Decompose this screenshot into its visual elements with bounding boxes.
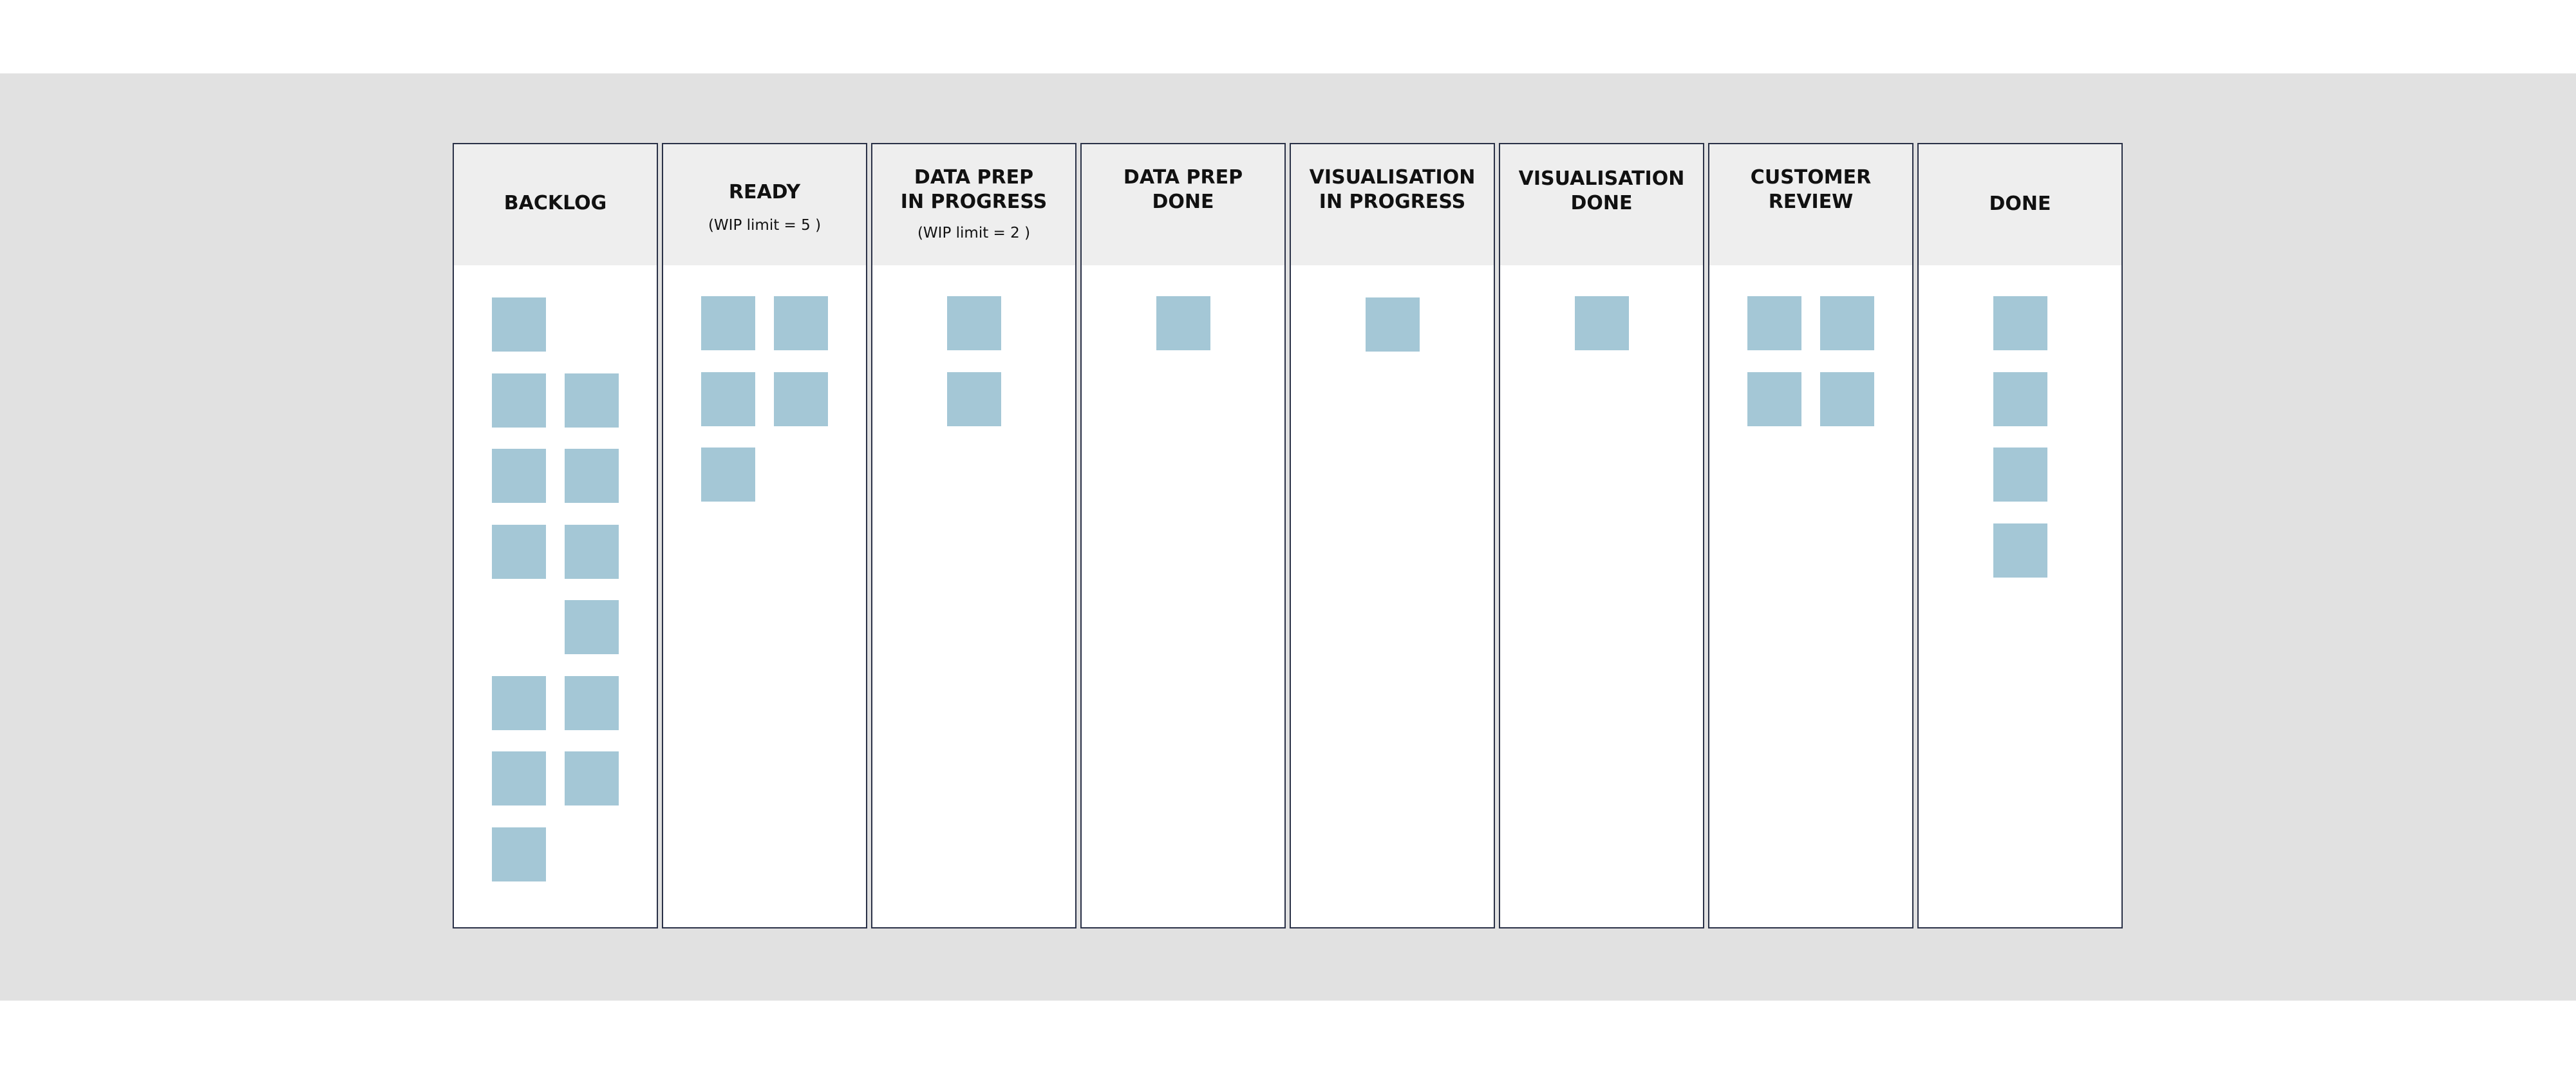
- task-card[interactable]: [492, 449, 546, 503]
- column-customer-review: CUSTOMER REVIEW: [1708, 143, 1913, 928]
- column-header: READY (WIP limit = 5 ): [663, 144, 866, 265]
- column-title: BACKLOG: [503, 192, 607, 214]
- column-done: DONE: [1917, 143, 2123, 928]
- column-ready: READY (WIP limit = 5 ): [662, 143, 867, 928]
- column-title: VISUALISATION IN PROGRESS: [1309, 166, 1476, 213]
- task-card[interactable]: [947, 372, 1001, 426]
- column-header: VISUALISATION IN PROGRESS: [1291, 144, 1494, 265]
- task-card[interactable]: [947, 296, 1001, 350]
- column-visualisation-done: VISUALISATION DONE: [1499, 143, 1704, 928]
- task-card[interactable]: [565, 449, 619, 503]
- wip-limit-label: (WIP limit = 5 ): [708, 217, 822, 234]
- column-data-prep-done: DATA PREP DONE: [1080, 143, 1286, 928]
- task-card[interactable]: [492, 676, 546, 730]
- task-card[interactable]: [1820, 372, 1874, 426]
- task-card[interactable]: [492, 525, 546, 579]
- column-header: DATA PREP IN PROGRESS (WIP limit = 2 ): [872, 144, 1075, 265]
- column-title: VISUALISATION DONE: [1518, 167, 1685, 214]
- task-card[interactable]: [1820, 296, 1874, 350]
- task-card[interactable]: [492, 297, 546, 352]
- task-card[interactable]: [701, 372, 755, 426]
- task-card[interactable]: [1993, 523, 2047, 578]
- task-card[interactable]: [774, 372, 828, 426]
- task-card[interactable]: [1156, 296, 1210, 350]
- task-card[interactable]: [1993, 372, 2047, 426]
- kanban-board: BACKLOG READY (WIP limit = 5 ) DATA PREP…: [0, 73, 2576, 1001]
- task-card[interactable]: [565, 751, 619, 806]
- column-title: DATA PREP DONE: [1123, 166, 1243, 213]
- task-card[interactable]: [1747, 372, 1801, 426]
- column-title: DATA PREP IN PROGRESS: [900, 166, 1048, 213]
- task-card[interactable]: [1747, 296, 1801, 350]
- task-card[interactable]: [1993, 448, 2047, 502]
- column-header: CUSTOMER REVIEW: [1709, 144, 1912, 265]
- task-card[interactable]: [565, 373, 619, 428]
- column-header: BACKLOG: [454, 144, 657, 265]
- column-data-prep-in-progress: DATA PREP IN PROGRESS (WIP limit = 2 ): [871, 143, 1076, 928]
- task-card[interactable]: [565, 600, 619, 654]
- column-visualisation-in-progress: VISUALISATION IN PROGRESS: [1290, 143, 1495, 928]
- task-card[interactable]: [492, 827, 546, 881]
- column-header: VISUALISATION DONE: [1500, 144, 1703, 265]
- column-title: DONE: [1989, 193, 2051, 215]
- wip-limit-label: (WIP limit = 2 ): [917, 225, 1031, 241]
- column-title: READY: [728, 181, 801, 203]
- task-card[interactable]: [1366, 297, 1420, 352]
- task-card[interactable]: [1575, 296, 1629, 350]
- column-backlog: BACKLOG: [453, 143, 658, 928]
- column-header: DATA PREP DONE: [1082, 144, 1284, 265]
- task-card[interactable]: [774, 296, 828, 350]
- column-title: CUSTOMER REVIEW: [1750, 166, 1872, 213]
- task-card[interactable]: [492, 751, 546, 806]
- task-card[interactable]: [565, 676, 619, 730]
- task-card[interactable]: [701, 296, 755, 350]
- task-card[interactable]: [492, 373, 546, 428]
- column-header: DONE: [1919, 144, 2121, 265]
- task-card[interactable]: [565, 525, 619, 579]
- task-card[interactable]: [701, 448, 755, 502]
- task-card[interactable]: [1993, 296, 2047, 350]
